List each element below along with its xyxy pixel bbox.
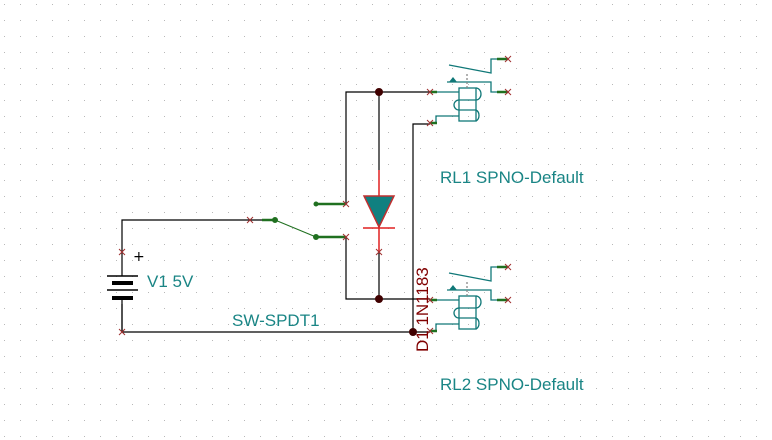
wire-return — [412, 123, 430, 332]
battery-label: V1 5V — [147, 272, 194, 291]
battery-v1[interactable]: + — [107, 248, 145, 336]
diode-d1[interactable] — [362, 170, 396, 256]
wire-battery-top — [121, 219, 262, 252]
switch-label: SW-SPDT1 — [232, 311, 320, 330]
relay1-label: RL1 SPNO-Default — [440, 168, 584, 187]
wire-top — [345, 91, 430, 204]
diode-label: D1 1N1183 — [413, 267, 432, 352]
wire-bottom — [345, 237, 430, 300]
relay2-label: RL2 SPNO-Default — [440, 375, 584, 394]
relay-rl1[interactable] — [426, 55, 512, 127]
relay-rl2[interactable] — [426, 263, 512, 335]
junctions — [375, 88, 417, 336]
battery-plus: + — [133, 249, 145, 265]
switch-sw-spdt1[interactable] — [246, 200, 350, 241]
